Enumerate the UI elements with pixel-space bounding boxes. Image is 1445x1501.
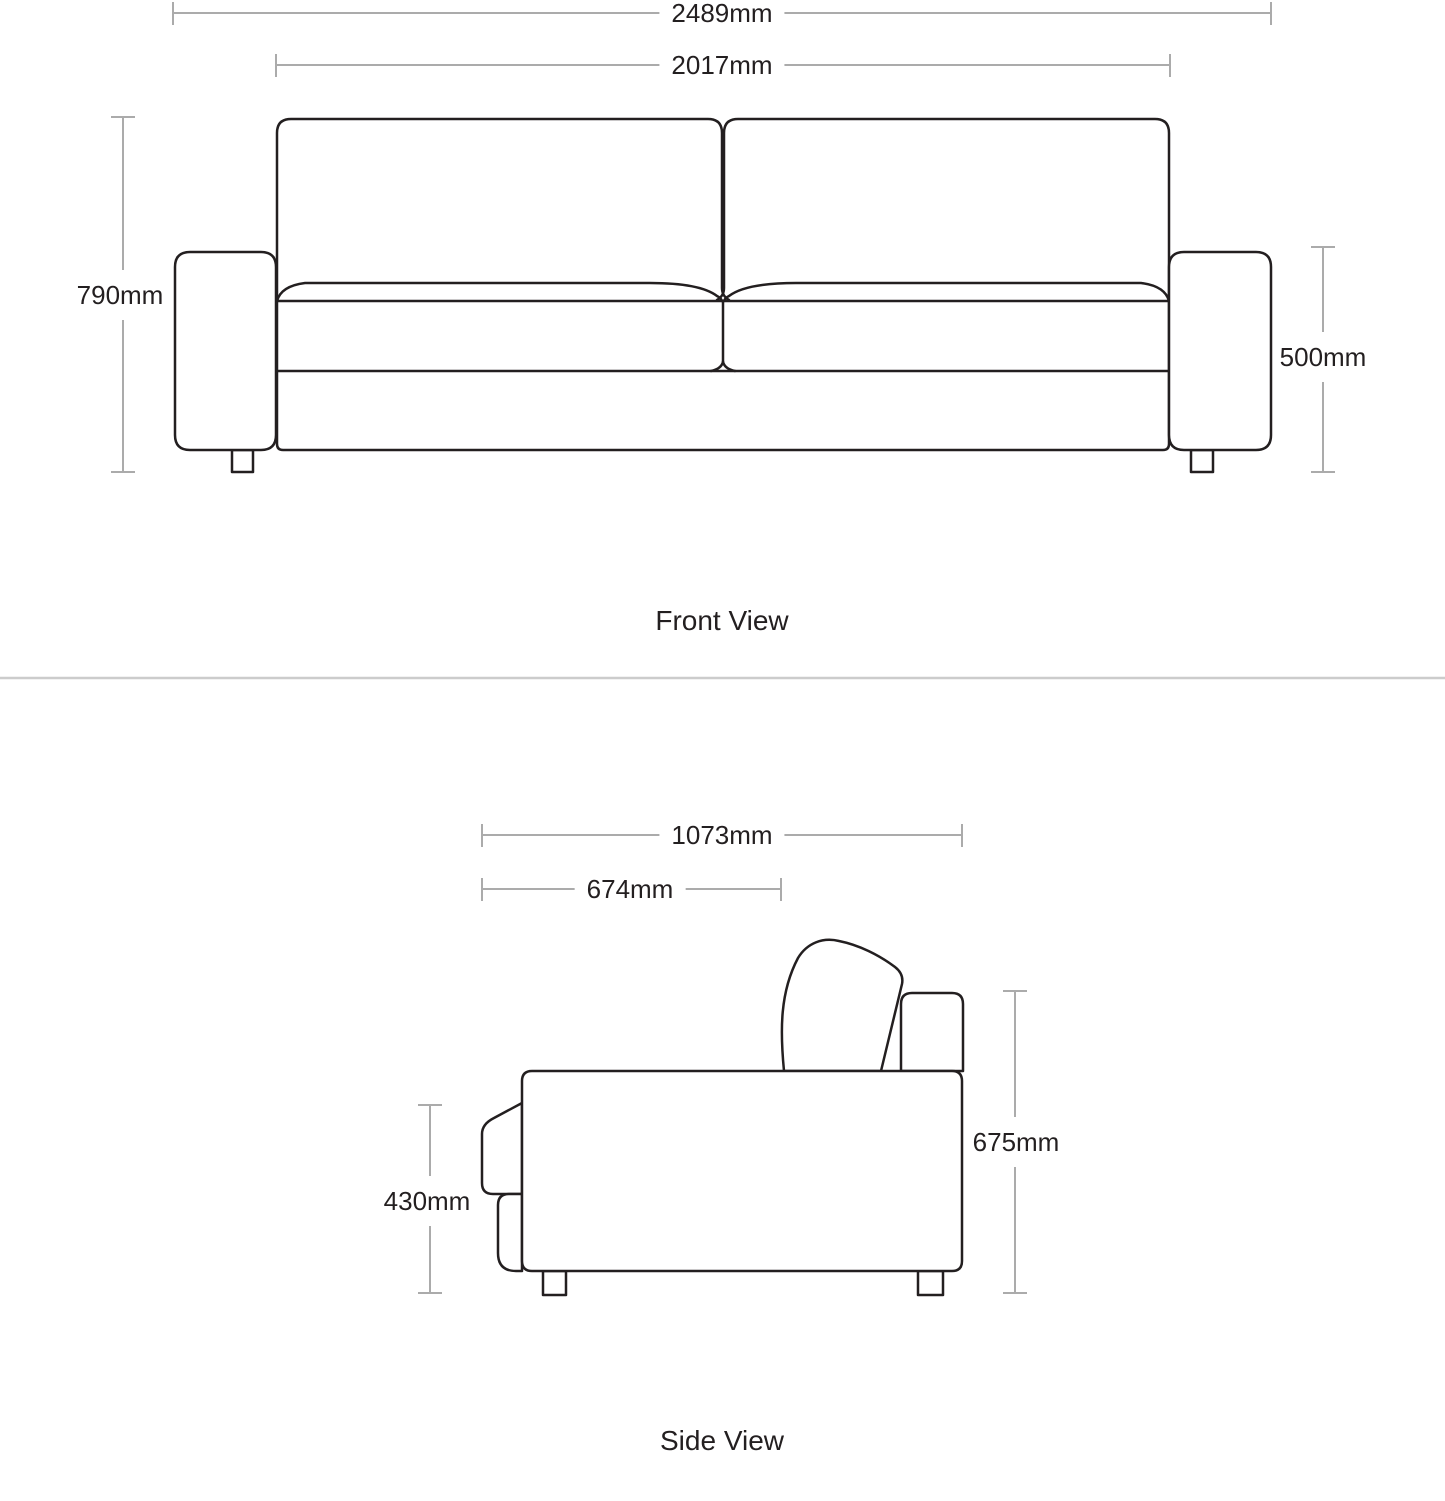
side-view-drawing xyxy=(480,938,965,1297)
dimension-label-back-height: 675mm xyxy=(966,1117,1066,1167)
dimension-label-overall-depth: 1073mm xyxy=(659,816,785,854)
dimension-label-overall-width: 2489mm xyxy=(659,0,785,32)
front-backrest-right-cushion xyxy=(715,117,1171,302)
side-body-panel xyxy=(520,1069,964,1273)
dimension-label-arm-height: 500mm xyxy=(1273,332,1373,382)
front-left-leg xyxy=(230,448,255,474)
side-base-front xyxy=(496,1192,524,1273)
front-seat-curve-right xyxy=(722,281,1171,303)
front-seat-curve-left xyxy=(275,281,724,303)
dimension-label-overall-height: 790mm xyxy=(70,270,170,320)
dimension-label-seat-depth: 674mm xyxy=(574,870,686,908)
side-back-rail xyxy=(899,991,965,1073)
side-seat-cushion-front xyxy=(480,1101,524,1196)
front-right-armrest xyxy=(1167,250,1273,452)
front-base-outline xyxy=(275,299,1171,452)
front-seam-flare-left xyxy=(709,360,725,373)
view-title-side: Side View xyxy=(659,1425,785,1456)
view-title-front: Front View xyxy=(655,605,789,636)
front-right-leg xyxy=(1189,448,1215,474)
front-view-drawing xyxy=(173,117,1273,474)
front-left-armrest xyxy=(173,250,278,452)
dimension-label-seat-height: 430mm xyxy=(377,1176,477,1226)
front-backrest-left-cushion xyxy=(275,117,731,302)
dimension-label-inner-width: 2017mm xyxy=(659,46,785,84)
front-seam-flare-right xyxy=(721,360,737,373)
side-back-cushion xyxy=(780,938,904,1073)
side-back-leg xyxy=(916,1269,945,1297)
side-front-leg xyxy=(541,1269,568,1297)
